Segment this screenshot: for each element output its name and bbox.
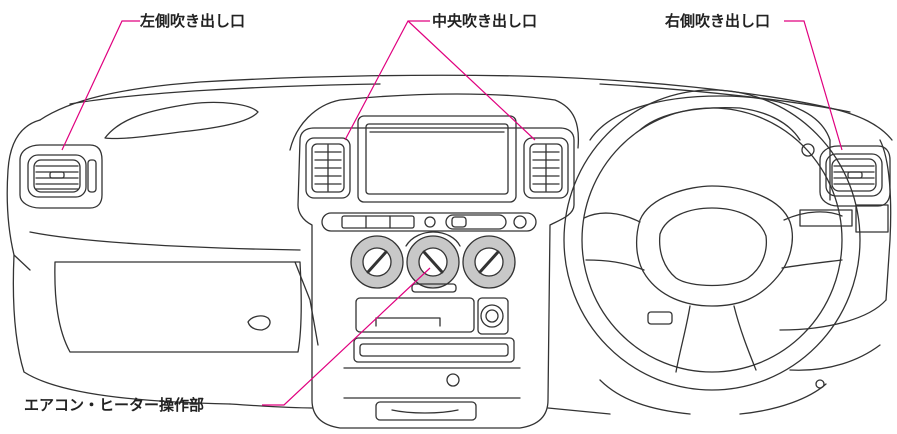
steering-wheel-icon bbox=[563, 89, 861, 391]
leader-right-vent bbox=[784, 20, 843, 151]
left-vent-housing bbox=[19, 144, 103, 209]
column-switch-icon bbox=[815, 379, 825, 389]
instrument-cluster-gauge bbox=[639, 107, 801, 141]
dash-pad-left bbox=[104, 101, 259, 140]
dashboard-lower-left bbox=[12, 254, 231, 405]
glove-box bbox=[54, 261, 302, 353]
right-dash-switches bbox=[799, 204, 889, 233]
center-vent-left bbox=[305, 137, 351, 199]
glove-box-latch bbox=[247, 315, 271, 331]
hvac-knob-3 bbox=[462, 235, 516, 289]
right-vent-louvers bbox=[825, 153, 883, 197]
leader-left-vent bbox=[61, 20, 140, 151]
center-vent-right bbox=[523, 137, 569, 199]
label-right-vent: 右側吹き出し口 bbox=[665, 12, 771, 30]
label-controls: エアコン・ヒーター操作部 bbox=[24, 396, 205, 414]
label-left-vent: 左側吹き出し口 bbox=[140, 12, 246, 30]
dashboard-bottom-right bbox=[547, 407, 611, 415]
leader-controls bbox=[262, 267, 431, 406]
dashboard-bottom-left bbox=[229, 403, 313, 409]
leader-center-vent-right bbox=[407, 20, 536, 141]
glove-box-inner bbox=[294, 261, 319, 346]
instrument-cluster-hood bbox=[589, 95, 831, 201]
label-center-vent: 中央吹き出し口 bbox=[432, 12, 538, 30]
center-console-outline bbox=[297, 127, 575, 429]
center-display bbox=[357, 115, 517, 203]
right-dash-lower bbox=[779, 299, 887, 371]
dashboard-top-inner bbox=[69, 83, 851, 113]
dashboard-face-line bbox=[29, 231, 301, 251]
button-strip bbox=[321, 212, 537, 232]
steering-column bbox=[599, 379, 827, 415]
hvac-knob-1 bbox=[350, 235, 404, 289]
cluster-knob-icon bbox=[801, 143, 815, 157]
leader-lines bbox=[61, 20, 843, 406]
lower-console bbox=[343, 283, 521, 421]
right-vent-housing bbox=[819, 145, 891, 207]
hvac-knob-2 bbox=[405, 231, 461, 289]
left-vent-louvers bbox=[27, 154, 97, 198]
dash-pad-center bbox=[289, 93, 580, 151]
dashboard-left-end bbox=[6, 119, 41, 271]
